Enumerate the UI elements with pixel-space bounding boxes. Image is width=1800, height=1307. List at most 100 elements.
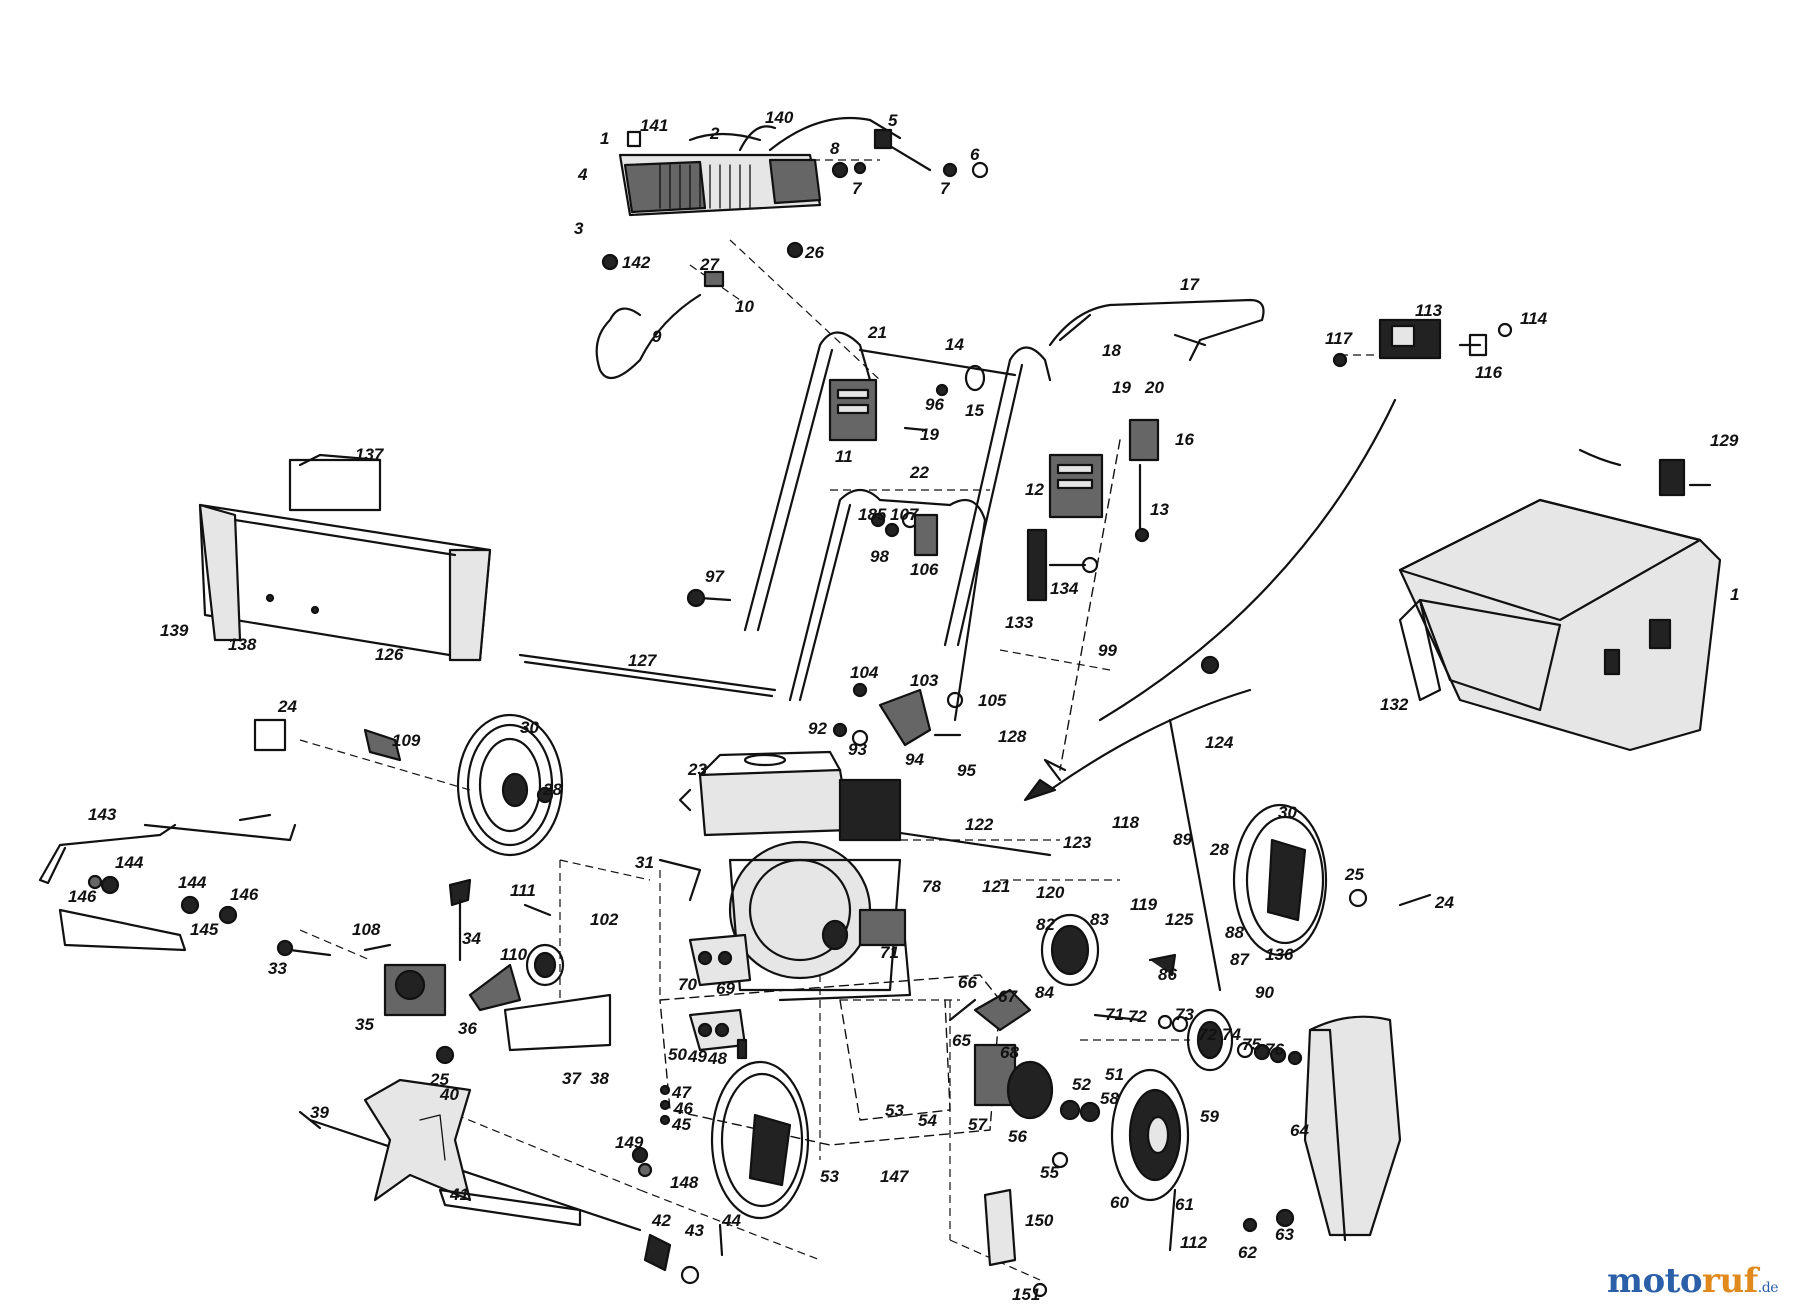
label-18: 18: [1102, 341, 1121, 360]
label-114: 114: [1520, 309, 1548, 328]
brand-name-accent: ruf: [1702, 1261, 1758, 1301]
label-86: 86: [1158, 965, 1177, 984]
label-78: 78: [922, 877, 941, 896]
pivot-133-134: [1026, 528, 1099, 602]
label-127: 127: [628, 651, 658, 670]
label-121: 121: [982, 877, 1010, 896]
label-19a: 19: [1112, 378, 1131, 397]
label-107: 107: [890, 505, 920, 524]
label-146b: 146: [230, 885, 259, 904]
label-128: 128: [998, 727, 1027, 746]
label-55: 55: [1040, 1163, 1059, 1182]
collector-bar-143: [38, 813, 297, 952]
upper-handle-21: [743, 331, 1052, 647]
label-120: 120: [1036, 883, 1065, 902]
label-122: 122: [965, 815, 994, 834]
engine-23: [658, 750, 912, 1002]
label-27: 27: [699, 255, 720, 274]
label-139: 139: [160, 621, 189, 640]
label-99: 99: [1098, 641, 1117, 660]
label-119: 119: [1130, 895, 1158, 914]
label-20: 20: [1144, 378, 1164, 397]
label-93: 93: [848, 740, 867, 759]
label-57: 57: [968, 1115, 988, 1134]
label-67: 67: [998, 987, 1018, 1006]
label-16: 16: [1175, 430, 1194, 449]
label-137: 137: [355, 445, 385, 464]
label-71a: 71: [880, 943, 899, 962]
fasteners-142-26: [601, 241, 804, 288]
label-110: 110: [500, 945, 528, 964]
label-56: 56: [1008, 1127, 1027, 1146]
label-97: 97: [705, 567, 725, 586]
label-92: 92: [808, 719, 827, 738]
label-59: 59: [1200, 1107, 1219, 1126]
label-113: 113: [1415, 301, 1443, 320]
label-6: 6: [970, 145, 980, 164]
label-134: 134: [1050, 579, 1079, 598]
label-45: 45: [671, 1115, 691, 1134]
label-124: 124: [1205, 733, 1234, 752]
label-1: 1: [600, 129, 609, 148]
label-74: 74: [1222, 1025, 1241, 1044]
label-98: 98: [870, 547, 889, 566]
label-22: 22: [909, 463, 929, 482]
label-30a: 30: [520, 718, 539, 737]
lower-handle-22: [788, 488, 987, 722]
label-82: 82: [1036, 915, 1055, 934]
label-73: 73: [1175, 1005, 1194, 1024]
label-141: 141: [640, 116, 668, 135]
label-72a: 72: [1128, 1007, 1147, 1026]
label-66: 66: [958, 973, 977, 992]
label-102: 102: [590, 910, 619, 929]
label-118: 118: [1112, 813, 1140, 832]
label-70: 70: [678, 975, 697, 994]
bolts-97-15-96: [686, 364, 986, 608]
label-84: 84: [1035, 983, 1054, 1002]
label-90: 90: [1255, 983, 1274, 1002]
label-105: 105: [978, 691, 1007, 710]
cable-99: [1023, 398, 1397, 802]
label-61: 61: [1175, 1195, 1194, 1214]
label-44: 44: [721, 1211, 741, 1230]
label-24b: 24: [1434, 893, 1454, 912]
label-148: 148: [670, 1173, 699, 1192]
label-146a: 146: [68, 887, 97, 906]
label-24a: 24: [277, 697, 297, 716]
axles: [518, 653, 1222, 992]
label-150: 150: [1025, 1211, 1054, 1230]
label-42: 42: [651, 1211, 671, 1230]
label-63: 63: [1275, 1225, 1294, 1244]
label-144b: 144: [178, 873, 207, 892]
label-96: 96: [925, 395, 944, 414]
label-50: 50: [668, 1045, 687, 1064]
label-8: 8: [830, 139, 840, 158]
label-60: 60: [1110, 1193, 1129, 1212]
label-117: 117: [1325, 329, 1354, 348]
label-48: 48: [707, 1049, 727, 1068]
label-64: 64: [1290, 1121, 1309, 1140]
plate-150: [983, 1188, 1048, 1298]
wheel-front-lower: [631, 1060, 810, 1220]
left-housing-parts: [276, 878, 612, 1065]
label-10: 10: [735, 297, 754, 316]
label-25b: 25: [429, 1070, 449, 1089]
label-126: 126: [375, 645, 404, 664]
leader-lines: [299, 159, 1400, 1281]
label-51: 51: [1105, 1065, 1124, 1084]
label-72b: 72: [1198, 1025, 1217, 1044]
label-151: 151: [1012, 1285, 1040, 1304]
label-125: 125: [1165, 910, 1194, 929]
bracket-103: [832, 682, 964, 747]
brand-logo: motoruf.de: [1606, 1261, 1779, 1301]
label-21: 21: [867, 323, 887, 342]
label-112: 112: [1180, 1233, 1208, 1252]
label-69: 69: [716, 979, 735, 998]
label-4: 4: [577, 165, 588, 184]
label-138: 138: [228, 635, 257, 654]
brand-name-main: moto: [1606, 1261, 1703, 1301]
label-106: 106: [910, 560, 939, 579]
label-33: 33: [268, 959, 287, 978]
label-35: 35: [355, 1015, 374, 1034]
label-13: 13: [1150, 500, 1169, 519]
